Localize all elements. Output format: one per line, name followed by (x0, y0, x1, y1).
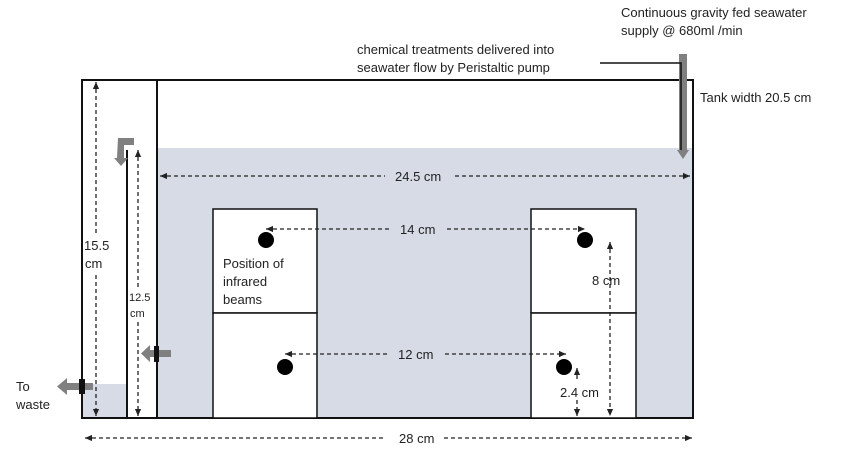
outlet-elbow (117, 138, 134, 158)
inner-length-label: 24.5 cm (395, 169, 441, 184)
tank-length-label: 28 cm (399, 431, 434, 446)
lower-beam-height-label: 2.4 cm (560, 385, 599, 400)
beam-spacing-lower-label: 12 cm (398, 347, 433, 362)
beam-height-label: 8 cm (592, 273, 620, 288)
tank-height-value: 15.5 (84, 238, 109, 253)
beam-label-line2: infrared (223, 274, 267, 289)
beam-dot-right-upper (577, 232, 593, 248)
beam-label-line1: Position of (223, 256, 284, 271)
chem-label-line1: chemical treatments delivered into (357, 42, 554, 57)
right-chamber-lower (530, 312, 637, 419)
supply-label-line2: supply @ 680ml /min (621, 23, 743, 38)
chem-label-line2: seawater flow by Peristaltic pump (357, 60, 550, 75)
supply-pipe (679, 54, 687, 150)
mid-connector (149, 350, 171, 357)
beam-spacing-upper-label: 14 cm (400, 222, 435, 237)
left-chamber-upper (212, 208, 318, 314)
beam-dot-right-lower (556, 359, 572, 375)
chem-leader-line (600, 62, 682, 150)
right-chamber-upper (530, 208, 637, 314)
left-chamber-lower (212, 312, 318, 419)
waste-label-line1: To (16, 379, 30, 394)
tank-width-label: Tank width 20.5 cm (700, 90, 811, 105)
waste-arrow (57, 378, 67, 395)
supply-label-line1: Continuous gravity fed seawater (621, 5, 807, 20)
beam-label-line3: beams (223, 292, 263, 307)
tank-outline (81, 79, 694, 419)
waste-fitting (79, 379, 85, 394)
outlet-elbow-arrow (114, 158, 128, 166)
supply-arrow (677, 150, 689, 159)
tank-height-unit: cm (85, 256, 102, 271)
water-height-value: 12.5 (129, 292, 150, 304)
mid-connector-fitting (154, 346, 159, 362)
mid-connector-arrow (141, 345, 150, 362)
water-height-unit: cm (130, 308, 145, 320)
beam-dot-left-upper (258, 232, 274, 248)
waste-label-line2: waste (15, 397, 50, 412)
beam-dot-left-lower (277, 359, 293, 375)
